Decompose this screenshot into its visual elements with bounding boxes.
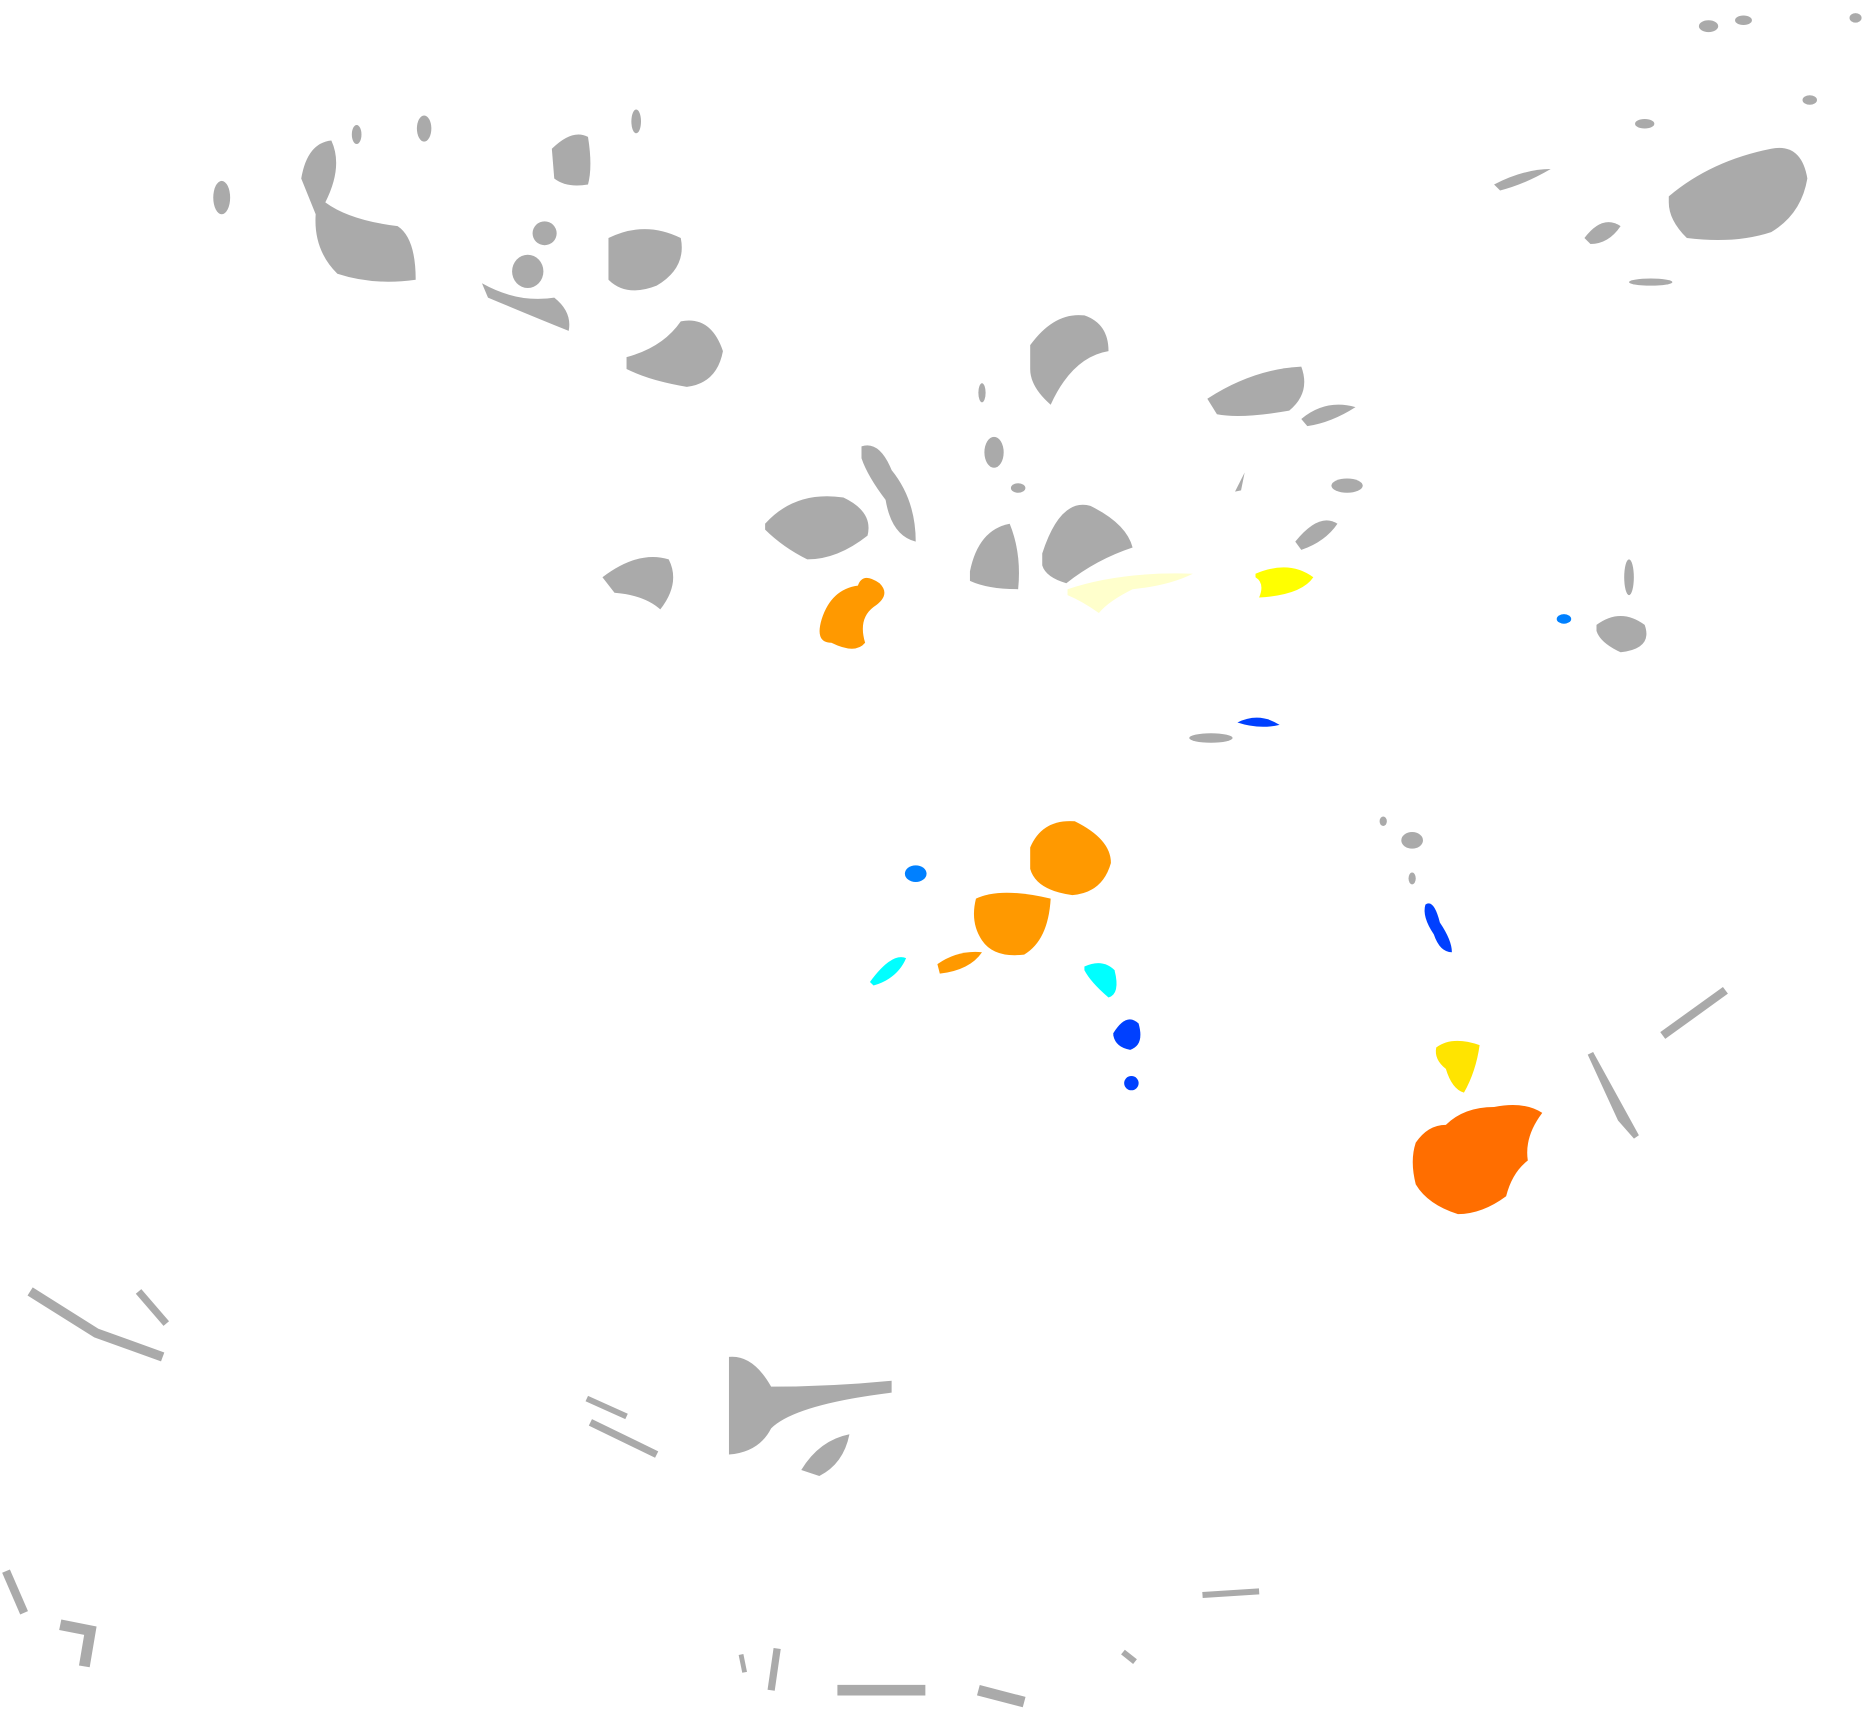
island	[1030, 315, 1109, 405]
region-azure	[1556, 614, 1572, 624]
island	[481, 283, 570, 331]
island	[1735, 15, 1752, 25]
region-gold	[1435, 1040, 1480, 1093]
region-cyan	[1084, 963, 1117, 998]
island	[2, 1569, 28, 1615]
island	[801, 1434, 850, 1476]
island	[213, 180, 231, 215]
island	[1408, 872, 1416, 885]
region-blue	[1424, 903, 1452, 953]
land-islands	[2, 13, 1862, 1708]
island	[1635, 119, 1655, 129]
island	[1331, 478, 1363, 493]
island	[588, 1419, 659, 1458]
region-azure	[904, 865, 927, 882]
region-orange	[819, 577, 885, 649]
island	[1401, 832, 1423, 849]
island	[1494, 169, 1551, 191]
island	[1629, 278, 1673, 286]
island	[1042, 504, 1133, 584]
island	[1010, 483, 1026, 493]
island	[512, 254, 544, 289]
island	[532, 221, 557, 246]
island	[351, 124, 362, 145]
island	[1624, 559, 1634, 596]
island	[27, 1287, 165, 1362]
island	[1235, 472, 1245, 492]
island	[984, 436, 1004, 468]
island	[738, 1654, 747, 1673]
island	[1698, 20, 1719, 33]
region-orange	[973, 892, 1051, 956]
island	[1596, 615, 1647, 653]
island	[728, 1356, 892, 1455]
region-orange	[937, 951, 982, 974]
island	[608, 229, 682, 291]
region-blue	[1237, 717, 1280, 727]
island	[1587, 1051, 1639, 1139]
island	[301, 140, 416, 282]
island	[631, 109, 642, 134]
region-dark-orange	[1412, 1104, 1543, 1215]
island	[626, 320, 723, 387]
island	[1295, 520, 1338, 550]
island	[978, 383, 986, 403]
island	[1207, 366, 1305, 416]
island	[1849, 13, 1862, 23]
island	[1802, 95, 1817, 105]
island	[1301, 404, 1356, 427]
island	[1379, 816, 1387, 827]
island	[861, 445, 916, 542]
region-blue	[1124, 1076, 1139, 1091]
island	[1660, 986, 1728, 1039]
island	[976, 1685, 1026, 1708]
island	[1202, 1588, 1260, 1598]
island	[551, 134, 591, 186]
island	[135, 1289, 170, 1326]
region-blue	[1113, 1019, 1141, 1050]
island	[1584, 222, 1621, 245]
region-pale-yellow	[1067, 573, 1193, 613]
island	[1121, 1649, 1137, 1664]
island	[59, 1619, 97, 1668]
highlighted-regions	[819, 567, 1572, 1215]
region-cyan	[869, 957, 907, 986]
region-yellow	[1255, 567, 1314, 598]
island	[1668, 147, 1808, 241]
region-orange	[1030, 821, 1111, 896]
island	[585, 1395, 628, 1420]
island	[767, 1648, 781, 1691]
island	[416, 115, 432, 142]
island	[602, 556, 674, 610]
island	[765, 496, 869, 560]
island	[969, 523, 1019, 590]
island	[1189, 733, 1233, 743]
